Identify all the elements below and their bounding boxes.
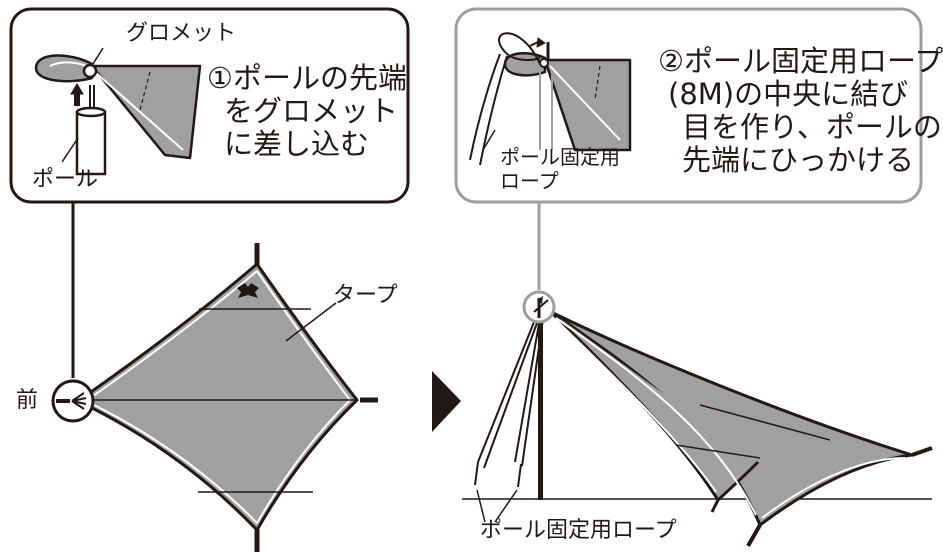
brand-logo [237, 283, 259, 298]
step2-line: 目を作り、ポールの [682, 110, 942, 144]
step2-line: 先端にひっかける [682, 143, 915, 177]
front-corner-marker [51, 379, 95, 423]
step1-line: に差し込む [224, 127, 370, 161]
step2-instruction: ②ポール固定用ロープ (8M)の中央に結び 目を作り、ポールの 先端にひっかける [658, 45, 943, 177]
pole-label: ポール [32, 167, 99, 192]
callout-rope [454, 7, 923, 290]
tarp-diamond [76, 243, 378, 552]
pole-top-marker [522, 290, 556, 324]
rope-detail [469, 32, 632, 166]
step2-line: (8M)の中央に結び [668, 77, 909, 111]
tarp-pitched [462, 310, 933, 547]
rope-label-main: ポール固定用ロープ [480, 518, 677, 543]
grommet-detail [34, 47, 202, 160]
step2-line: ②ポール固定用ロープ [658, 44, 943, 78]
front-label: 前 [16, 388, 39, 413]
grommet-label: グロメット [126, 21, 237, 46]
tarp-label: タープ [333, 283, 398, 308]
step1-instruction: ①ポールの先端 をグロメット に差し込む [207, 62, 407, 161]
rope-label-line: ロープ [500, 169, 559, 193]
pole-detail [61, 83, 107, 176]
step1-line: をグロメット [224, 94, 399, 128]
next-step-arrow [432, 371, 461, 432]
step1-line: ①ポールの先端 [207, 61, 407, 95]
rope-label-detail: ポール固定用 ロープ [500, 145, 620, 193]
callout-grommet [9, 7, 410, 378]
rope-label-line: ポール固定用 [500, 145, 620, 169]
